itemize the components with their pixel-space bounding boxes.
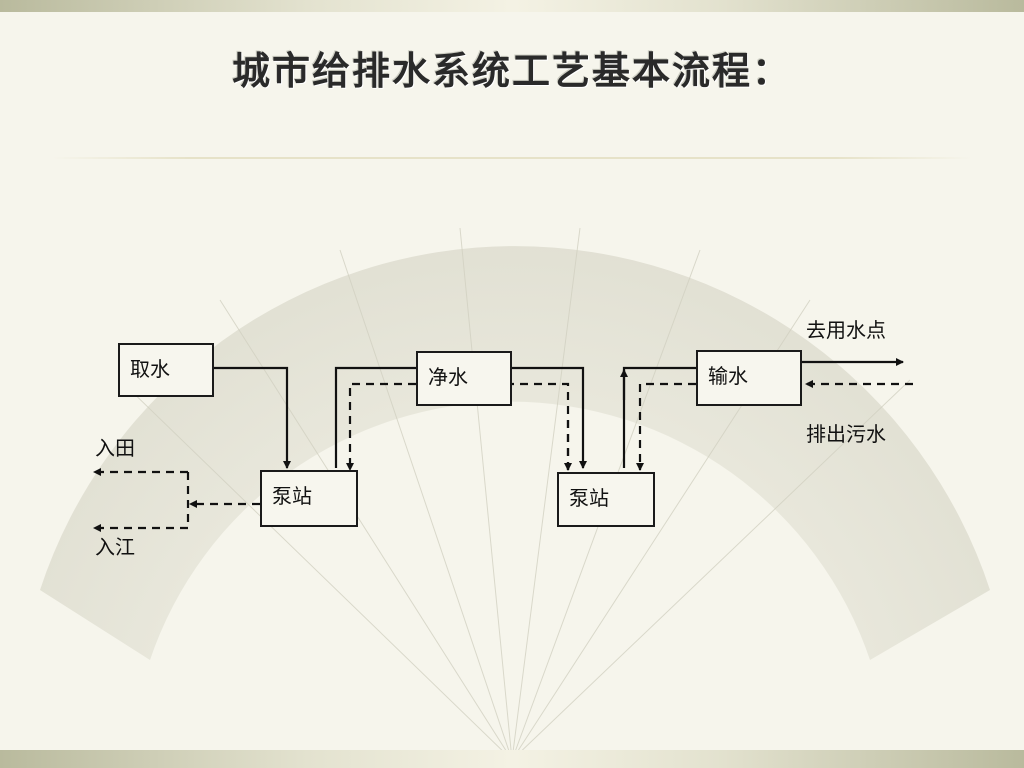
purify-box: 净水	[416, 351, 512, 406]
arrow-convey-to-pump2	[636, 382, 696, 471]
to-river-label: 入江	[95, 535, 135, 559]
arrow-purify-to-pump1-dashed	[346, 382, 416, 471]
to-use-point-label: 去用水点	[806, 318, 886, 342]
top-decor-band	[0, 0, 1024, 12]
arrow-purify-to-pump2	[512, 366, 587, 469]
pump-station-2-box: 泵站	[557, 472, 655, 527]
arrow-intake-to-pump1	[214, 366, 291, 469]
arrow-pump2-to-purify-dashed	[512, 382, 570, 470]
pump-station-1-label: 泵站	[272, 484, 312, 508]
to-field-label: 入田	[95, 436, 135, 460]
convey-box: 输水	[696, 350, 802, 406]
discharge-sewage-label: 排出污水	[806, 422, 886, 446]
arrow-pump2-to-convey	[622, 366, 696, 468]
intake-label: 取水	[130, 357, 170, 381]
arrow-pump1-to-purify	[334, 366, 416, 468]
purify-label: 净水	[428, 365, 468, 389]
convey-label: 输水	[708, 364, 748, 388]
page-title: 城市给排水系统工艺基本流程：	[231, 48, 792, 93]
intake-box: 取水	[118, 343, 214, 397]
bottom-decor-band	[0, 750, 1024, 768]
pump-station-2-label: 泵站	[569, 486, 609, 510]
title-divider	[52, 157, 972, 159]
pump-station-1-box: 泵站	[260, 470, 358, 527]
